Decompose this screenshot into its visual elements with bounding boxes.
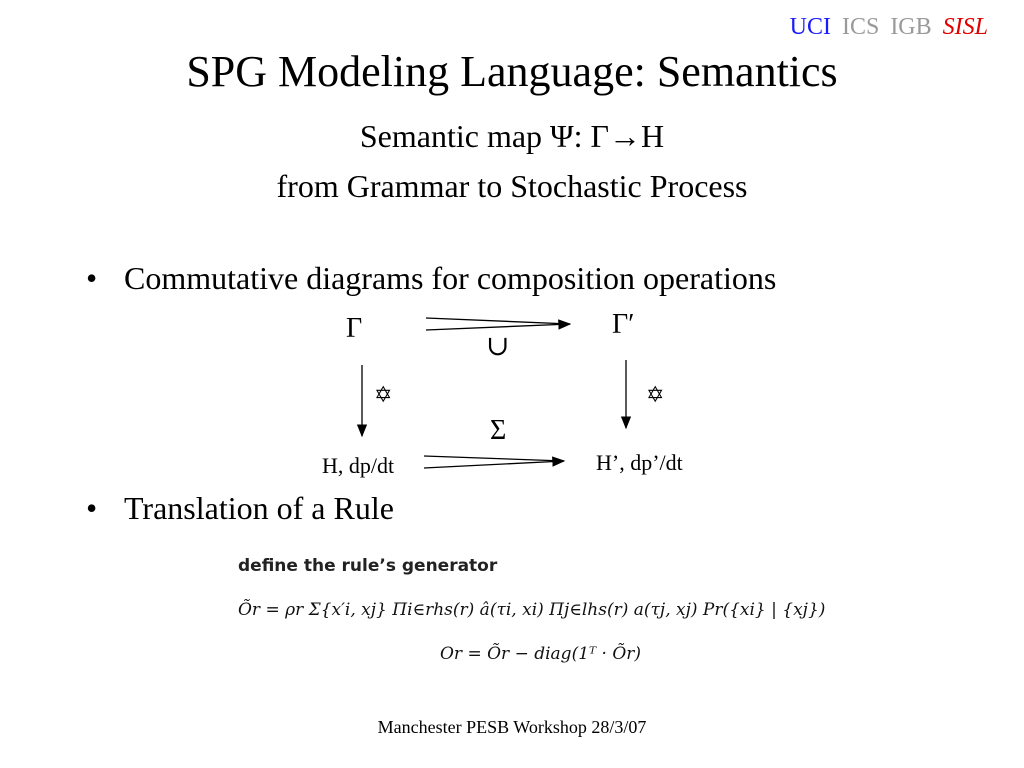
page-title: SPG Modeling Language: Semantics — [186, 47, 838, 96]
logo-igb: IGB — [890, 14, 932, 40]
footer-text: Manchester PESB Workshop 28/3/07 — [377, 717, 647, 737]
diagram-bottom-right: H’, dp’/dt — [596, 450, 683, 475]
diagram-bottom-left: H, dp/dt — [322, 453, 395, 478]
bullet-text: Translation of a Rule — [124, 490, 394, 526]
bottom-arrow-line-b — [423, 456, 566, 469]
bullet-item: • Translation of a Rule — [86, 488, 394, 528]
logo-uci: UCI — [789, 14, 831, 40]
formula-line-2: Or = Õr − diag(1ᵀ · Õr) — [440, 644, 642, 664]
subtitle-line-2: from Grammar to Stochastic Process — [276, 168, 748, 204]
logo-sisl: SISL — [942, 14, 988, 40]
bullet-dot-icon: • — [86, 260, 98, 296]
top-arrow-line-b — [425, 319, 572, 331]
diagram-top-left: Γ — [346, 313, 363, 344]
diagram-right-operator-icon: ✡ — [646, 382, 665, 407]
bullet-item: • Commutative diagrams for composition op… — [86, 258, 776, 298]
top-arrow-line-a — [425, 317, 571, 325]
diagram-top-operator: ∪ — [486, 331, 510, 362]
rule-generator-formula: define the rule’s generator Õr = ρr Σ{x′… — [234, 556, 834, 676]
diagram-bottom-operator: Σ — [490, 415, 507, 446]
formula-line-1: Õr = ρr Σ{x′i, xj} Πi∈rhs(r) â(τi, xi) Π… — [238, 600, 826, 620]
subtitle-line-1: Semantic map Ψ: Γ→H — [359, 118, 665, 154]
logo-ics: ICS — [841, 14, 880, 40]
bottom-arrow-line-a — [423, 455, 565, 462]
header-logos: UCI ICS IGB SISL — [785, 14, 988, 41]
formula-caption: define the rule’s generator — [238, 556, 498, 576]
bullet-text: Commutative diagrams for composition ope… — [124, 260, 777, 296]
bullet-dot-icon: • — [86, 490, 98, 526]
diagram-top-right: Γ′ — [612, 309, 635, 340]
diagram-left-operator-icon: ✡ — [374, 382, 393, 407]
